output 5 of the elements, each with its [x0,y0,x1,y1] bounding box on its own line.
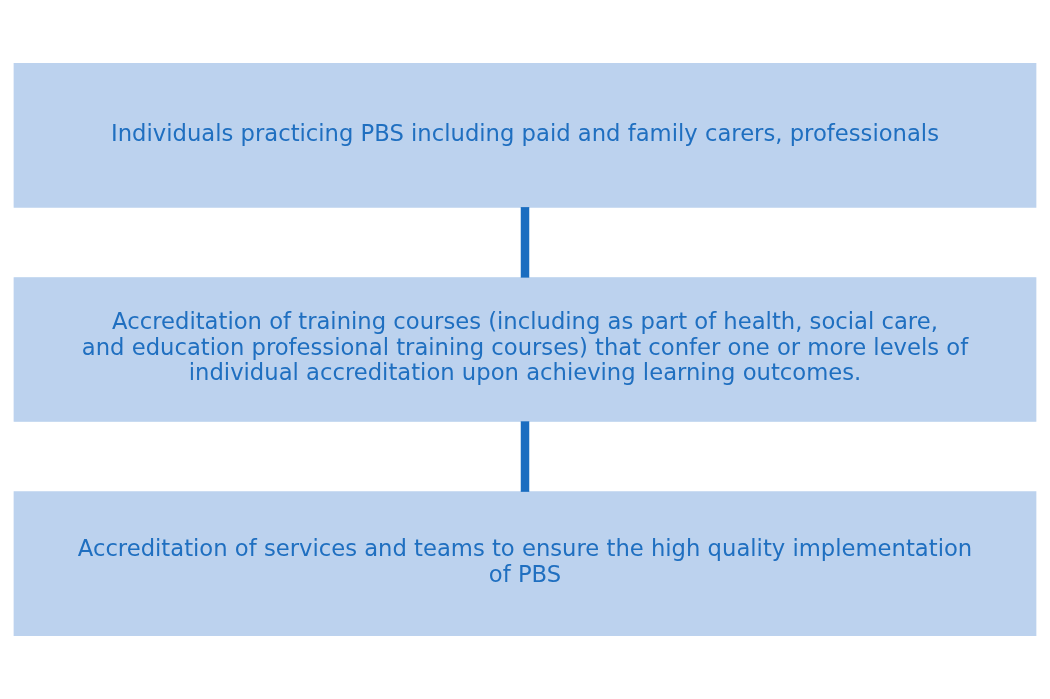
node-box: Individuals practicing PBS including paid and family carers, professionals [13,62,1037,208]
connector [520,207,530,278]
connector [520,421,530,492]
node-box: Accreditation of services and teams to ensure the high quality implementation of PBS [13,491,1037,637]
node-box: Accreditation of training courses (including as part of health, social care, and education professional training courses) that confer one or more levels of individual accreditation upon achieving learning outcomes. [13,277,1037,422]
